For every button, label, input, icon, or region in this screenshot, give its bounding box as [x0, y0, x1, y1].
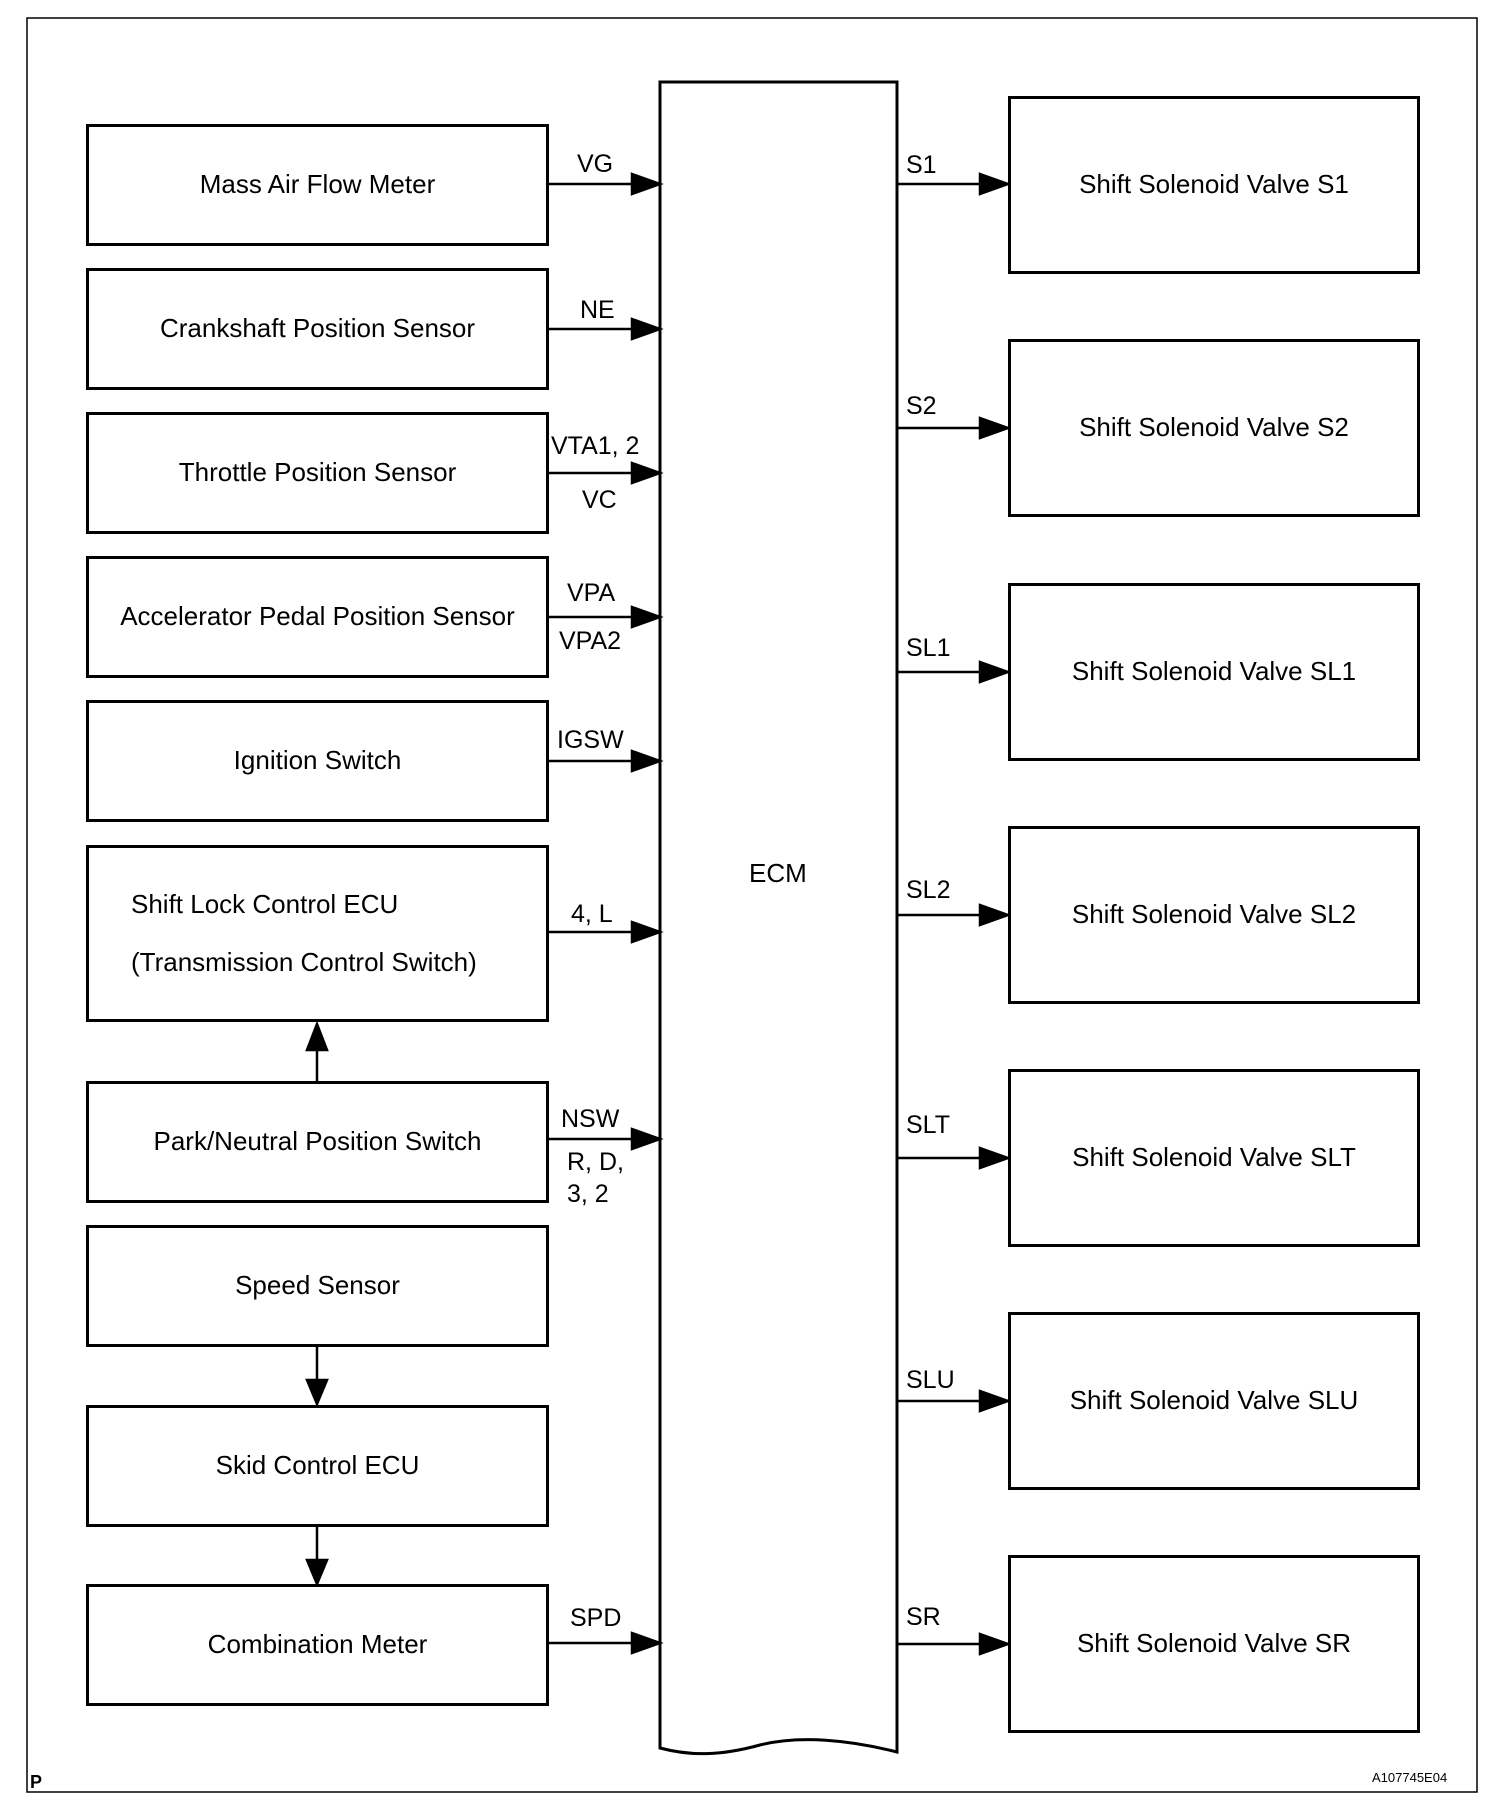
label-shift-solenoid-valve-slt: Shift Solenoid Valve SLT: [1072, 1142, 1356, 1173]
label-shift-solenoid-valve-s1: Shift Solenoid Valve S1: [1079, 169, 1349, 200]
box-shift-solenoid-valve-slt: Shift Solenoid Valve SLT: [1008, 1069, 1420, 1247]
arrowhead-s2: [978, 416, 1012, 440]
box-shift-solenoid-valve-sl2: Shift Solenoid Valve SL2: [1008, 826, 1420, 1004]
arrowhead-up-shift-lock: [305, 1020, 329, 1052]
label-transmission-control-switch: (Transmission Control Switch): [131, 946, 477, 977]
arrowhead-nsw: [630, 1127, 664, 1151]
box-shift-solenoid-valve-s2: Shift Solenoid Valve S2: [1008, 339, 1420, 517]
arrowhead-s1: [978, 172, 1012, 196]
signal-vc: VC: [582, 486, 617, 514]
arrowhead-igsw: [630, 749, 664, 773]
signal-vpa: VPA: [567, 579, 616, 607]
label-crankshaft-position-sensor: Crankshaft Position Sensor: [159, 313, 476, 344]
figure-id: A107745E04: [1372, 1770, 1448, 1785]
arrowhead-4l: [630, 920, 664, 944]
signal-s1: S1: [906, 151, 937, 179]
label-ignition-switch: Ignition Switch: [233, 745, 402, 776]
signal-vpa2: VPA2: [559, 627, 622, 655]
ecm-label: ECM: [749, 858, 807, 888]
label-throttle-position-sensor: Throttle Position Sensor: [178, 457, 457, 488]
arrowhead-down-skid: [305, 1378, 329, 1408]
label-shift-solenoid-valve-sl2: Shift Solenoid Valve SL2: [1071, 899, 1357, 930]
signal-r-d: R, D,: [567, 1148, 624, 1176]
box-accelerator-pedal-position-sensor: Accelerator Pedal Position Sensor: [86, 556, 549, 678]
signal-sl2: SL2: [906, 876, 951, 904]
signal-s2: S2: [906, 392, 937, 420]
arrowhead-vpa: [630, 605, 664, 629]
arrowhead-slu: [978, 1389, 1012, 1413]
arrowhead-spd: [630, 1631, 664, 1655]
arrowhead-slt: [978, 1146, 1012, 1170]
signal-slt: SLT: [906, 1111, 950, 1139]
arrowhead-vg: [630, 172, 664, 196]
label-accelerator-pedal-position-sensor: Accelerator Pedal Position Sensor: [120, 601, 515, 632]
signal-slu: SLU: [906, 1366, 955, 1394]
label-shift-solenoid-valve-slu: Shift Solenoid Valve SLU: [1069, 1385, 1359, 1416]
box-throttle-position-sensor: Throttle Position Sensor: [86, 412, 549, 534]
signal-igsw: IGSW: [557, 726, 624, 754]
signal-vta1-2: VTA1, 2: [551, 432, 640, 460]
signal-3-2: 3, 2: [567, 1180, 609, 1208]
box-park-neutral-position-switch: Park/Neutral Position Switch: [86, 1081, 549, 1203]
box-ignition-switch: Ignition Switch: [86, 700, 549, 822]
box-skid-control-ecu: Skid Control ECU: [86, 1405, 549, 1527]
label-speed-sensor: Speed Sensor: [235, 1270, 400, 1301]
ecm-block-outline: [658, 80, 899, 1756]
label-shift-solenoid-valve-sl1: Shift Solenoid Valve SL1: [1071, 656, 1357, 687]
box-shift-solenoid-valve-sr: Shift Solenoid Valve SR: [1008, 1555, 1420, 1733]
signal-spd: SPD: [570, 1604, 622, 1632]
box-crankshaft-position-sensor: Crankshaft Position Sensor: [86, 268, 549, 390]
arrowhead-vta: [630, 461, 664, 485]
signal-nsw: NSW: [561, 1105, 620, 1133]
signal-ne: NE: [580, 296, 615, 324]
arrowhead-ne: [630, 317, 664, 341]
box-speed-sensor: Speed Sensor: [86, 1225, 549, 1347]
arrowhead-down-combination: [305, 1558, 329, 1588]
signal-vg: VG: [577, 150, 614, 178]
outer-frame: [26, 17, 1478, 1793]
signal-4-l: 4, L: [571, 900, 613, 928]
signal-sr: SR: [906, 1603, 941, 1631]
label-mass-air-flow-meter: Mass Air Flow Meter: [199, 169, 436, 200]
box-shift-lock-control-ecu: Shift Lock Control ECU (Transmission Con…: [86, 845, 549, 1022]
box-combination-meter: Combination Meter: [86, 1584, 549, 1706]
arrowhead-sl1: [978, 660, 1012, 684]
box-mass-air-flow-meter: Mass Air Flow Meter: [86, 124, 549, 246]
arrowhead-sr: [978, 1632, 1012, 1656]
label-shift-lock-control-ecu: Shift Lock Control ECU: [131, 889, 399, 920]
box-shift-solenoid-valve-slu: Shift Solenoid Valve SLU: [1008, 1312, 1420, 1490]
signal-sl1: SL1: [906, 634, 951, 662]
label-combination-meter: Combination Meter: [207, 1629, 428, 1660]
label-skid-control-ecu: Skid Control ECU: [215, 1450, 420, 1481]
label-shift-solenoid-valve-s2: Shift Solenoid Valve S2: [1079, 412, 1349, 443]
corner-mark-p: P: [30, 1772, 43, 1792]
box-shift-solenoid-valve-sl1: Shift Solenoid Valve SL1: [1008, 583, 1420, 761]
arrowhead-sl2: [978, 903, 1012, 927]
box-shift-solenoid-valve-s1: Shift Solenoid Valve S1: [1008, 96, 1420, 274]
label-shift-solenoid-valve-sr: Shift Solenoid Valve SR: [1076, 1628, 1352, 1659]
label-park-neutral-position-switch: Park/Neutral Position Switch: [153, 1126, 482, 1157]
